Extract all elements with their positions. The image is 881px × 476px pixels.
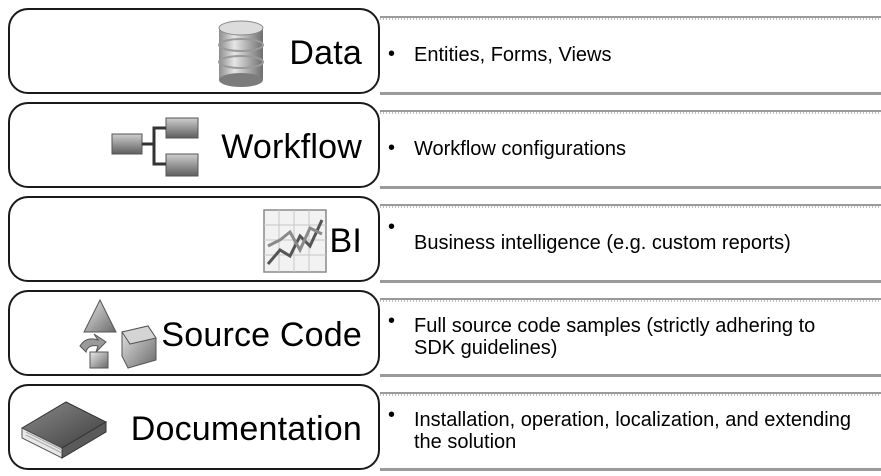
book-icon: [18, 398, 110, 467]
category-title: Data: [289, 33, 362, 72]
category-title: BI: [329, 221, 362, 260]
category-title: Workflow: [221, 127, 362, 166]
description-text: Entities, Forms, Views: [414, 43, 612, 66]
description-panel: • Business intelligence (e.g. custom rep…: [380, 204, 881, 283]
category-box-documentation: Documentation: [8, 384, 380, 470]
bullet: •: [388, 310, 396, 332]
bullet: •: [388, 216, 396, 238]
description-panel: • Installation, operation, localization,…: [380, 392, 881, 471]
bullet: •: [388, 43, 396, 65]
category-title: Source Code: [161, 315, 362, 354]
description-text: Full source code samples (strictly adher…: [414, 314, 816, 359]
row-documentation: Documentation • Installation, operation,…: [0, 384, 881, 476]
shapes-icon: [72, 296, 158, 377]
description-text: Business intelligence (e.g. custom repor…: [414, 231, 791, 254]
row-data: Data • Entities, Forms, Views: [0, 8, 881, 100]
description-panel: • Full source code samples (strictly adh…: [380, 298, 881, 377]
category-title: Documentation: [130, 409, 362, 448]
workflow-icon: [110, 112, 202, 187]
row-bi: BI • Business intelligence (e.g. custom …: [0, 196, 881, 288]
description-text: Installation, operation, localization, a…: [414, 408, 851, 453]
category-box-bi: BI: [8, 196, 380, 282]
database-icon: [216, 18, 266, 93]
row-source-code: Source Code • Full source code samples (…: [0, 290, 881, 382]
category-box-workflow: Workflow: [8, 102, 380, 188]
chart-icon: [262, 206, 328, 281]
bullet: •: [388, 137, 396, 159]
description-text: Workflow configurations: [414, 137, 626, 160]
row-workflow: Workflow • Workflow configurations: [0, 102, 881, 194]
category-box-source-code: Source Code: [8, 290, 380, 376]
bullet: •: [388, 404, 396, 426]
description-panel: • Workflow configurations: [380, 110, 881, 189]
description-panel: • Entities, Forms, Views: [380, 16, 881, 95]
category-box-data: Data: [8, 8, 380, 94]
